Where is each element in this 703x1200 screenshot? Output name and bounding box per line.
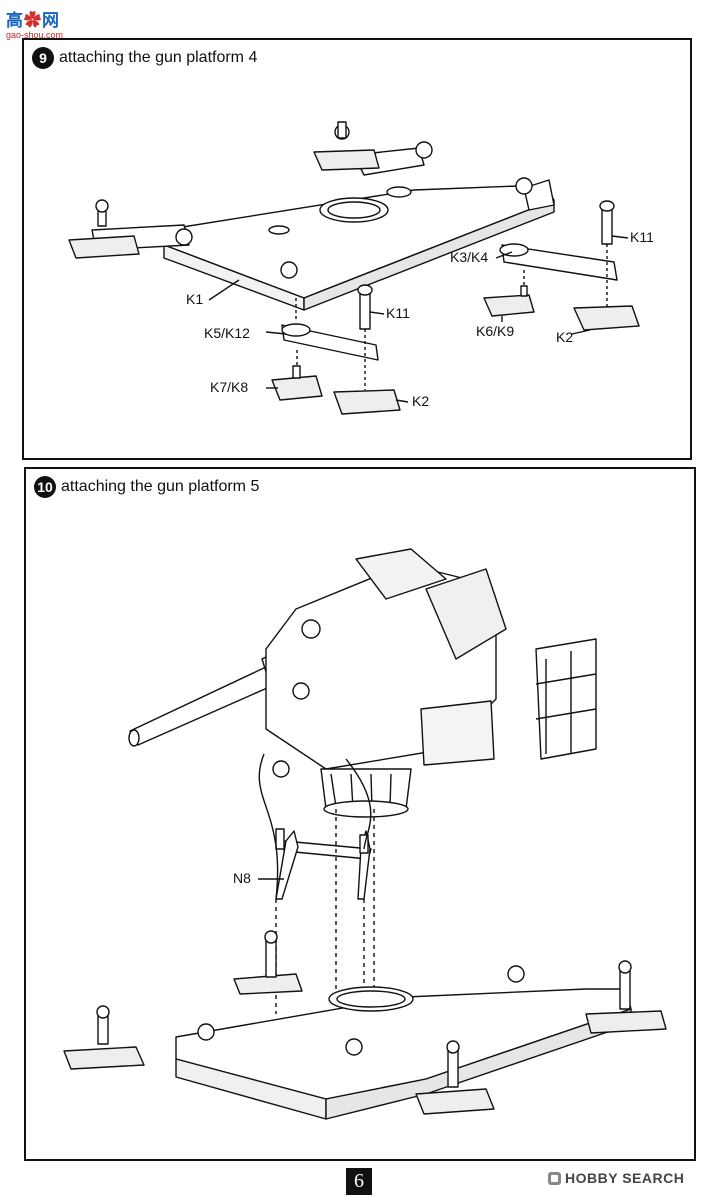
part-k2-left bbox=[333, 389, 401, 415]
label-k2-left: K2 bbox=[412, 393, 429, 409]
platform-k1-side-right bbox=[303, 199, 555, 311]
foot-top-left bbox=[313, 149, 380, 171]
label-k1: K1 bbox=[186, 291, 203, 307]
foot-bottom bbox=[415, 1088, 495, 1115]
footer-brand-text: HOBBY SEARCH bbox=[565, 1170, 685, 1186]
step-10-title: attaching the gun platform 5 bbox=[61, 478, 260, 495]
watermark-emblem-icon: ✿ bbox=[24, 11, 42, 30]
label-k11-right: K11 bbox=[630, 229, 654, 245]
label-k11-left: K11 bbox=[386, 305, 410, 321]
part-k7k8 bbox=[271, 375, 323, 401]
breech-block bbox=[425, 568, 507, 660]
label-n8: N8 bbox=[233, 870, 251, 886]
site-watermark: 高✿网 gao-shou.com bbox=[6, 6, 76, 42]
label-k5k12: K5/K12 bbox=[204, 325, 250, 341]
step-10-assembly-drawing: N8 bbox=[63, 548, 667, 1120]
watermark-url: gao-shou.com bbox=[6, 30, 64, 40]
label-k2-right: K2 bbox=[556, 329, 573, 345]
label-k7k8: K7/K8 bbox=[210, 379, 248, 395]
step-9-panel: 9 attaching the gun platform 4 bbox=[22, 38, 692, 460]
label-k3k4: K3/K4 bbox=[450, 249, 488, 265]
label-k6k9: K6/K9 bbox=[476, 323, 514, 339]
step-9-header: 9 attaching the gun platform 4 bbox=[32, 46, 257, 70]
step-9-title: attaching the gun platform 4 bbox=[59, 49, 258, 66]
brand-logo-icon bbox=[548, 1171, 561, 1185]
step-10-number-badge: 10 bbox=[34, 476, 56, 498]
part-k11-right bbox=[601, 207, 613, 245]
foot-right bbox=[585, 1010, 667, 1034]
gun-barrel bbox=[129, 666, 275, 746]
part-k11-left bbox=[359, 292, 371, 330]
sight-box bbox=[420, 700, 495, 766]
footer-brand: HOBBY SEARCH bbox=[548, 1170, 684, 1186]
carriage-upper bbox=[355, 548, 447, 600]
part-k6k9 bbox=[483, 294, 535, 317]
rear-frame bbox=[535, 638, 597, 760]
page-number: 6 bbox=[346, 1168, 372, 1195]
part-k2-right bbox=[573, 305, 640, 331]
step-9-number-badge: 9 bbox=[32, 47, 54, 69]
foot-left bbox=[68, 235, 140, 259]
part-k3k4 bbox=[501, 244, 618, 281]
watermark-char-left: 高 bbox=[6, 11, 24, 30]
step-10-header: 10 attaching the gun platform 5 bbox=[34, 475, 259, 499]
watermark-char-right: 网 bbox=[42, 11, 60, 30]
step-9-assembly-drawing: K1 K3/K4 K11 K11 K5/K12 K6/K9 K2 K7/K8 K… bbox=[68, 121, 654, 415]
step-10-panel: 10 attaching the gun platform 5 bbox=[24, 467, 696, 1161]
watermark-logo: 高✿网 bbox=[6, 6, 60, 31]
foot-left bbox=[63, 1046, 145, 1070]
